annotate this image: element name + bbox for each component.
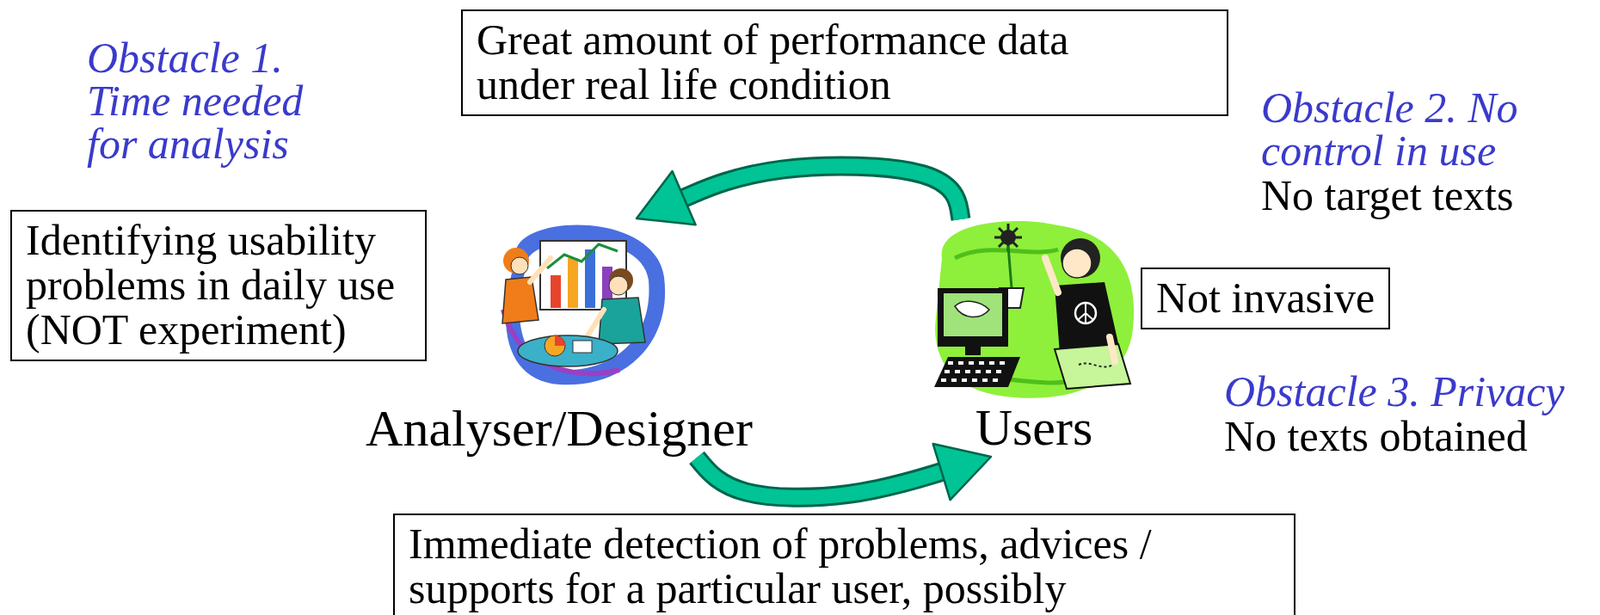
obstacle-note: No texts obtained: [1224, 414, 1528, 458]
arrow-outline: [677, 166, 961, 220]
arrow-body: [677, 166, 961, 220]
cycle-arrow: [636, 166, 961, 225]
actor-label: Analyser/Designer: [352, 402, 766, 455]
box-text: Identifying usability problems in daily …: [25, 217, 405, 352]
box-text: Not invasive: [1156, 275, 1375, 320]
arrow-head: [636, 171, 696, 225]
feedback-box: Immediate detection of problems, advices…: [393, 513, 1296, 615]
property-box: Not invasive: [1140, 267, 1391, 330]
box-text: Great amount of performance data under r…: [476, 17, 1131, 107]
box-text: Immediate detection of problems, advices…: [408, 521, 1235, 611]
obstacle-title: Obstacle 2. No control in use: [1261, 86, 1554, 173]
obstacle-title: Obstacle 1. Time needed for analysis: [86, 36, 333, 166]
actor-figure: Analyser/Designer: [352, 221, 766, 455]
arrow-body: [696, 457, 948, 498]
obstacle-note: No target texts: [1261, 173, 1514, 217]
goal-box: Identifying usability problems in daily …: [10, 209, 427, 362]
obstacle-title: Obstacle 3. Privacy: [1224, 369, 1565, 413]
actor-figure: Users: [930, 219, 1138, 454]
arrow-outline: [696, 457, 948, 498]
analyser-clipart: [502, 224, 665, 385]
user-clipart: [934, 221, 1134, 399]
data-box: Great amount of performance data under r…: [461, 9, 1229, 117]
actor-label: Users: [930, 401, 1138, 454]
